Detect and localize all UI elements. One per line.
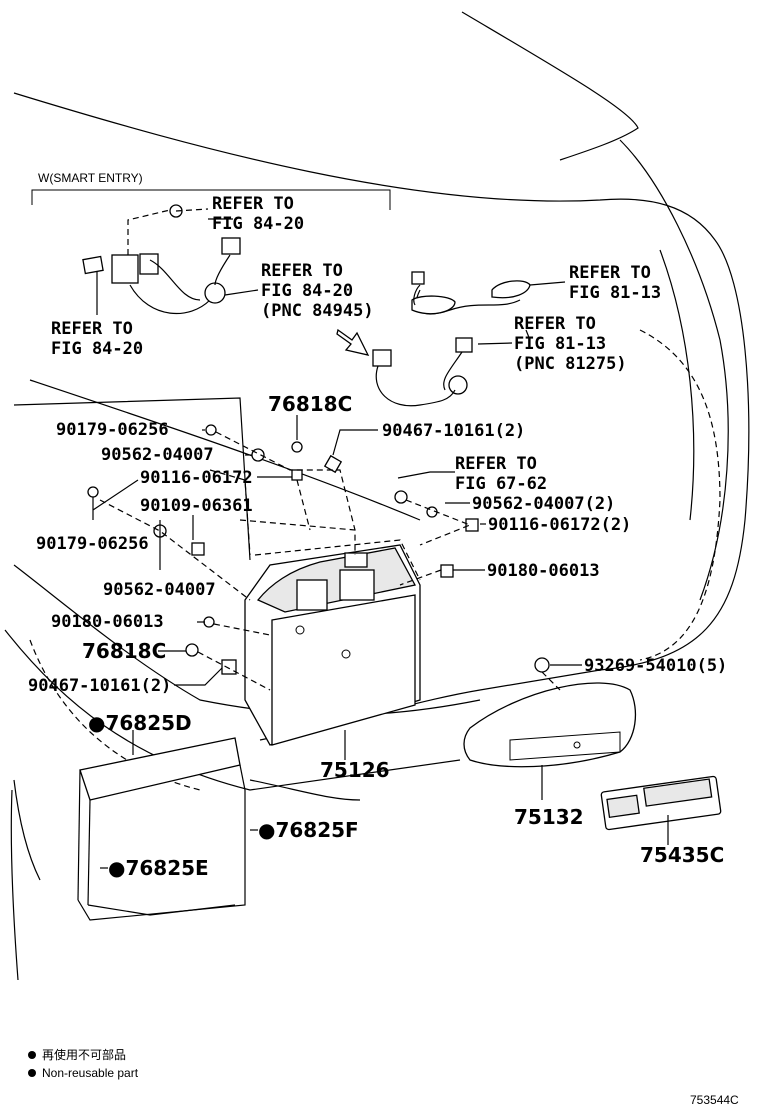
direction-arrow [336, 328, 370, 356]
legend: 再使用不可部品 Non-reusable part [28, 1047, 139, 1080]
refer-84-20-a-line2: FIG 84-20 [212, 214, 304, 234]
smart-entry-label: W(SMART ENTRY) [38, 171, 143, 185]
fasteners [87, 424, 550, 675]
part-90467-10161-top: 90467-10161(2) [382, 421, 525, 441]
part-90562-04007-c: 90562-04007(2) [472, 494, 615, 514]
part-90179-06256-a: 90179-06256 [56, 420, 169, 440]
refer-81-13-b-line3: (PNC 81275) [514, 354, 627, 374]
part-76818c-top: 76818C [268, 392, 352, 416]
figure-code: 753544C [690, 1093, 739, 1107]
refer-84-20-a-line1: REFER TO [212, 194, 294, 214]
part-76825f: ●76825F [258, 818, 359, 842]
prado-emblem [600, 775, 722, 831]
part-76825d: ●76825D [88, 711, 192, 735]
part-75435c: 75435C [640, 843, 724, 867]
refer-81-13-a-line1: REFER TO [569, 263, 651, 283]
refer-81-13-b-line1: REFER TO [514, 314, 596, 334]
back-door-control-box [209, 469, 421, 746]
back-door-garnish [463, 682, 637, 768]
part-90180-06013-a: 90180-06013 [487, 561, 600, 581]
license-lamp-assembly [372, 271, 531, 407]
part-90116-06172-b: 90116-06172(2) [488, 515, 631, 535]
refer-81-13-b-line2: FIG 81-13 [514, 334, 606, 354]
refer-84-20-b-line2: FIG 84-20 [261, 281, 353, 301]
part-labels: 76818C 90179-06256 90467-10161(2) 90562-… [28, 392, 727, 880]
part-75132: 75132 [514, 805, 584, 829]
part-90562-04007-b: 90562-04007 [103, 580, 216, 600]
vehicle-body-outline [4, 11, 750, 981]
leader-lines [92, 208, 669, 869]
refer-callouts: REFER TO FIG 84-20 REFER TO FIG 84-20 (P… [51, 194, 661, 494]
refer-67-62-line1: REFER TO [455, 454, 537, 474]
part-90180-06013-b: 90180-06013 [51, 612, 164, 632]
refer-84-20-b-line3: (PNC 84945) [261, 301, 374, 321]
part-90116-06172-a: 90116-06172 [140, 468, 253, 488]
smart-entry-switch-assembly [82, 204, 241, 315]
smart-entry-bracket: W(SMART ENTRY) [31, 171, 391, 210]
part-76818c-bottom: 76818C [82, 639, 166, 663]
part-76825e: ●76825E [108, 856, 209, 880]
refer-84-20-c-line2: FIG 84-20 [51, 339, 143, 359]
part-93269-54010: 93269-54010(5) [584, 656, 727, 676]
part-90467-10161-bottom: 90467-10161(2) [28, 676, 171, 696]
part-90109-06361: 90109-06361 [140, 496, 253, 516]
weatherstrip [77, 737, 246, 921]
part-90562-04007-a: 90562-04007 [101, 445, 214, 465]
refer-84-20-c-line1: REFER TO [51, 319, 133, 339]
legend-jp: 再使用不可部品 [42, 1047, 126, 1062]
part-90179-06256-b: 90179-06256 [36, 534, 149, 554]
refer-81-13-a-line2: FIG 81-13 [569, 283, 661, 303]
refer-84-20-b-line1: REFER TO [261, 261, 343, 281]
refer-67-62-line2: FIG 67-62 [455, 474, 547, 494]
part-75126: 75126 [320, 758, 390, 782]
legend-en: Non-reusable part [42, 1066, 139, 1080]
